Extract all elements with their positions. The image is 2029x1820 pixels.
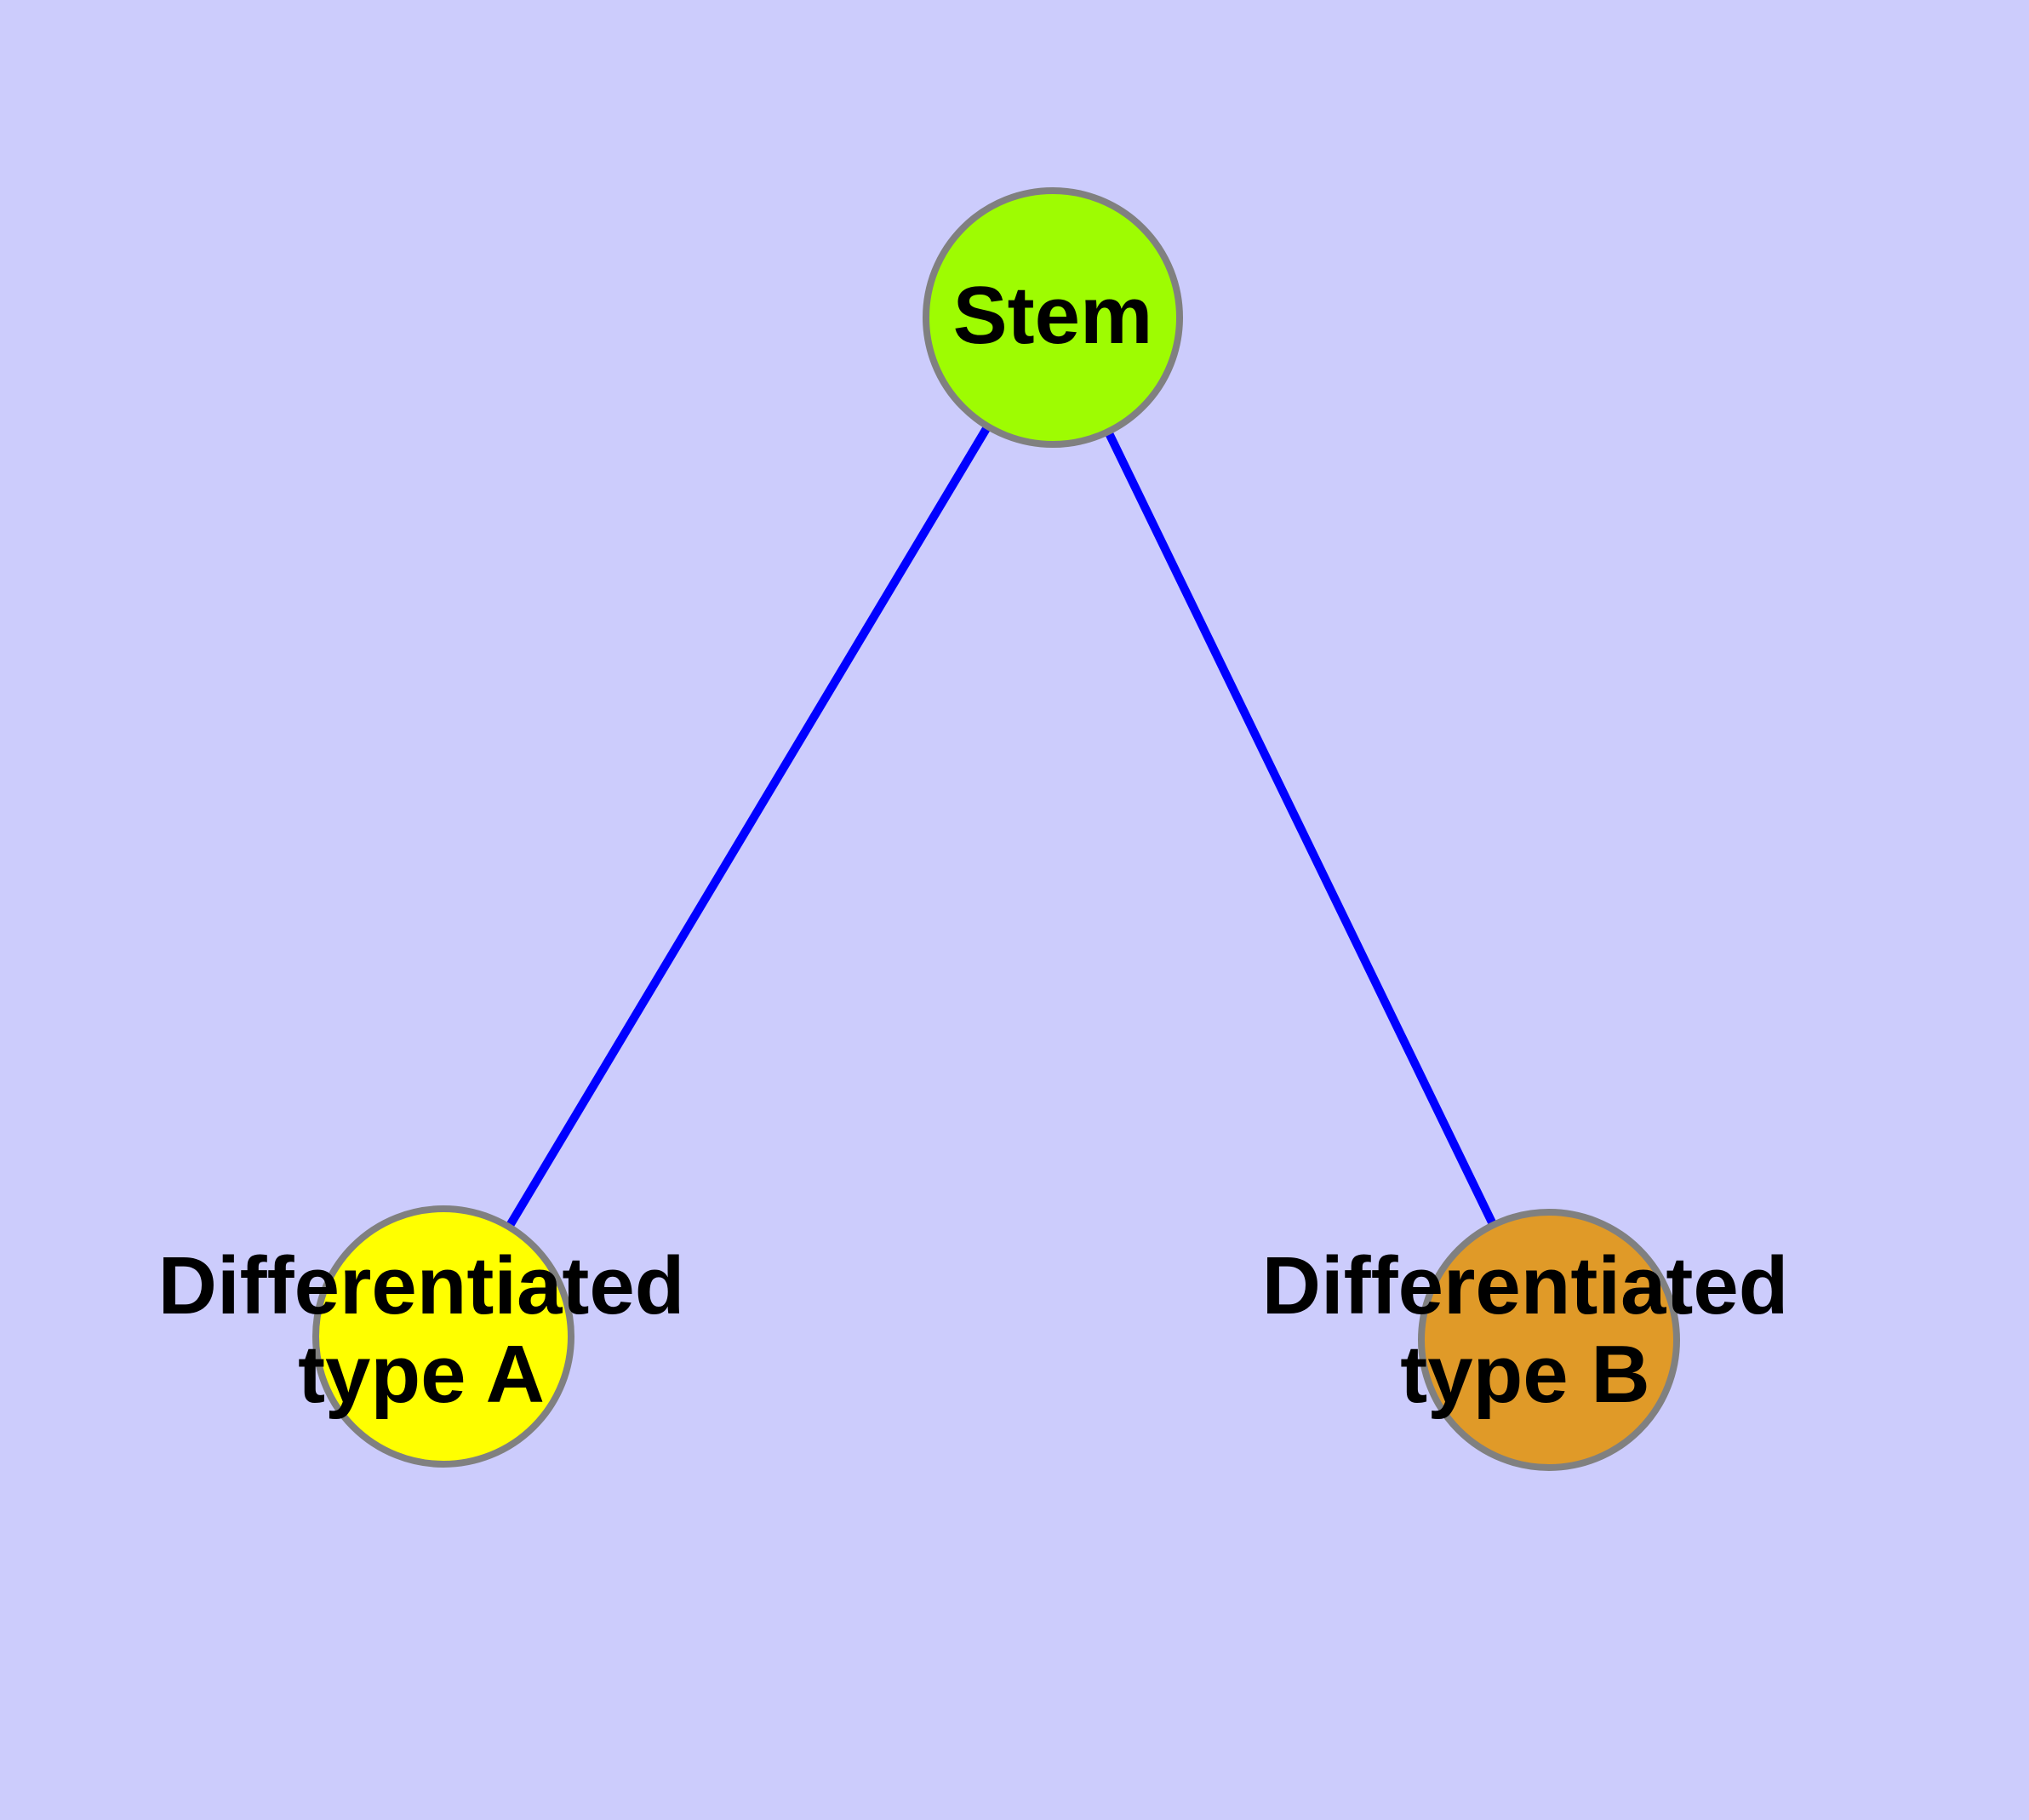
graph-edge[interactable]: [1049, 315, 1553, 1342]
node-label-stem: Stem: [953, 270, 1153, 361]
node-label-line: Differentiated: [1262, 1240, 1789, 1331]
node-label-line: type A: [298, 1329, 545, 1420]
graph-node-stem[interactable]: Stem: [923, 187, 1183, 448]
node-circle-stem[interactable]: [923, 187, 1183, 448]
node-label-line: Stem: [953, 270, 1153, 361]
edges-layer: [439, 315, 1553, 1342]
node-label-line: Differentiated: [158, 1240, 685, 1331]
node-label-line: type B: [1400, 1329, 1649, 1420]
node-circle-diff-b[interactable]: [1418, 1209, 1680, 1471]
graph-edge[interactable]: [439, 315, 1057, 1339]
node-circle-diff-a[interactable]: [312, 1205, 574, 1468]
